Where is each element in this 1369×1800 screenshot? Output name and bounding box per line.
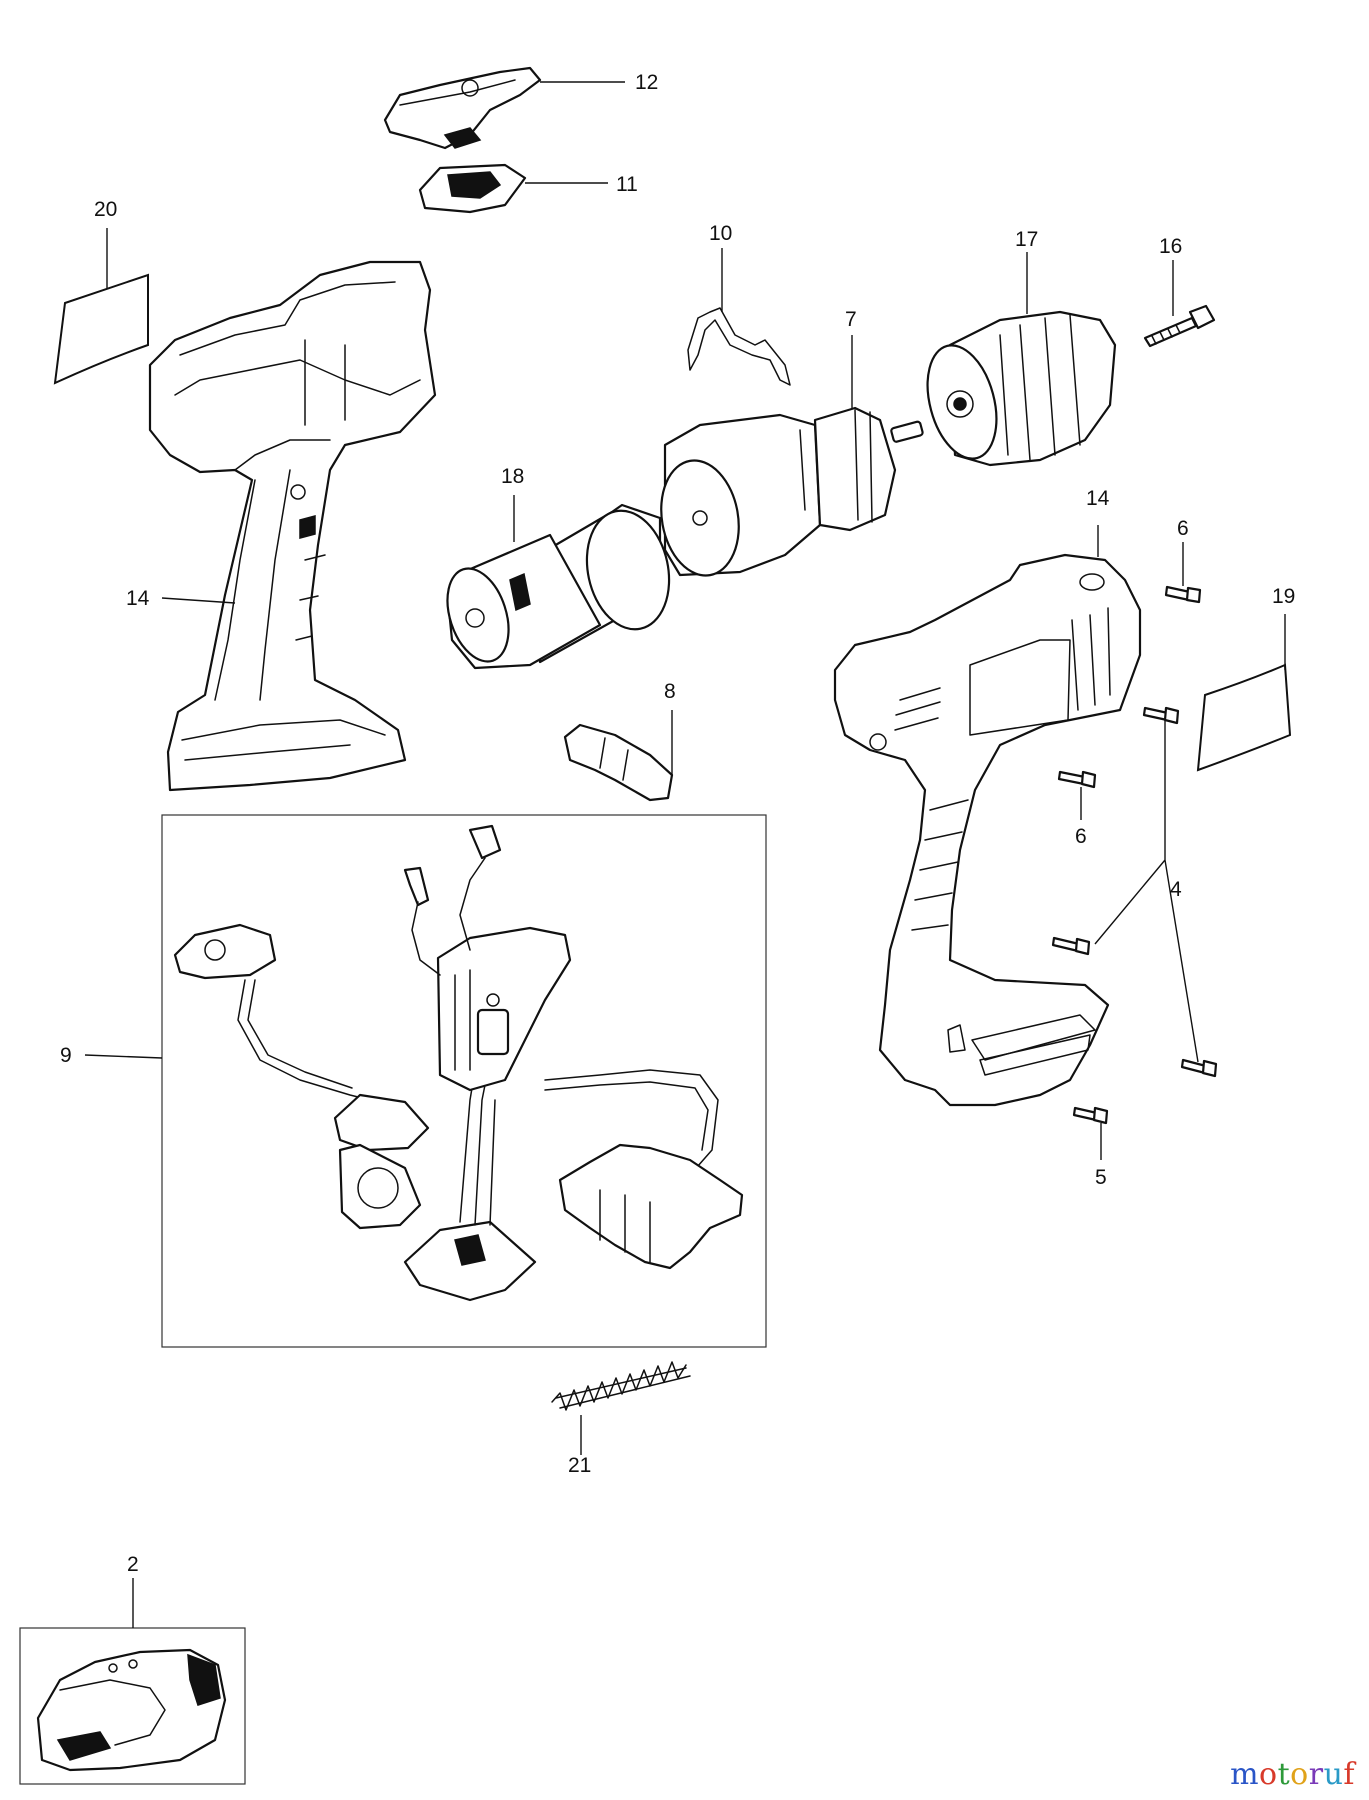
- watermark-letter: t: [1277, 1757, 1291, 1792]
- callout-7: 7: [845, 308, 857, 331]
- part-10-clip: [687, 307, 791, 386]
- callout-18: 18: [501, 465, 524, 488]
- part-9-assembly-box: [161, 814, 767, 1348]
- callout-14-right: 14: [1086, 487, 1110, 510]
- callout-5: 5: [1095, 1166, 1107, 1189]
- part-17-chuck: [926, 310, 1117, 467]
- part-14-left-housing: [148, 260, 437, 792]
- watermark-letter: o: [1259, 1757, 1278, 1792]
- callout-9: 9: [60, 1044, 72, 1067]
- callout-21: 21: [568, 1454, 591, 1477]
- part-5-screw: [1072, 1106, 1109, 1125]
- part-18-motor: [446, 503, 671, 670]
- part-2-charger: [36, 1648, 227, 1772]
- callout-8: 8: [664, 680, 676, 703]
- callout-10: 10: [709, 222, 732, 245]
- callout-19: 19: [1272, 585, 1295, 608]
- part-6-screw-top: [1164, 585, 1202, 604]
- watermark-letter: o: [1290, 1757, 1309, 1792]
- callout-17: 17: [1015, 228, 1038, 251]
- callout-20: 20: [94, 198, 117, 221]
- callout-12: 12: [635, 71, 658, 94]
- callout-2: 2: [127, 1553, 139, 1576]
- callout-6-lower: 6: [1075, 825, 1087, 848]
- part-19-label: [1196, 663, 1292, 772]
- callout-6-top: 6: [1177, 517, 1189, 540]
- part-11-switch-plate: [418, 163, 527, 214]
- part-8-pin: [563, 723, 674, 802]
- watermark-logo: motoruf: [1230, 1757, 1355, 1792]
- part-9-switch-assembly: [173, 824, 744, 1302]
- watermark-letter: u: [1323, 1757, 1344, 1792]
- callout-14-left: 14: [126, 587, 150, 610]
- part-20-label: [53, 273, 149, 385]
- callout-11: 11: [616, 173, 638, 196]
- part-4-screws: [1051, 706, 1218, 1078]
- part-21-spring: [551, 1361, 691, 1411]
- part-6-screw-lower: [1057, 770, 1097, 789]
- part-7-gearbox: [660, 406, 924, 577]
- watermark-letter: m: [1230, 1757, 1260, 1792]
- watermark-letter: r: [1308, 1757, 1324, 1792]
- callout-16: 16: [1159, 235, 1182, 258]
- part-16-screw: [1143, 304, 1216, 348]
- part-12-top-cover: [383, 66, 542, 150]
- watermark-letter: f: [1343, 1757, 1355, 1792]
- callout-4: 4: [1170, 878, 1182, 901]
- part-14-right-housing: [833, 553, 1142, 1107]
